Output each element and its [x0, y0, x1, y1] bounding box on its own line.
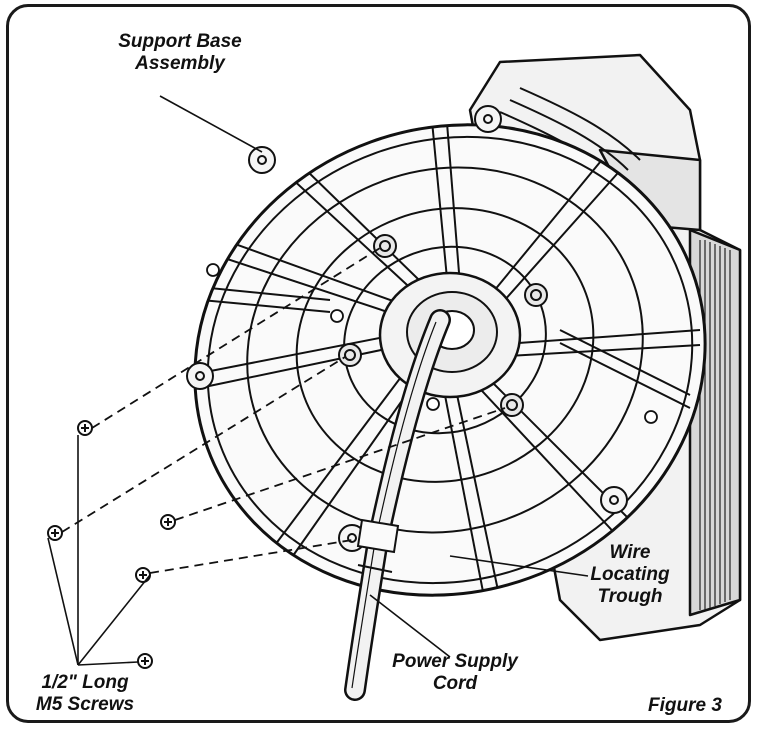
figure-number: Figure 3 [648, 695, 722, 716]
rim-fasteners [206, 263, 658, 424]
wire-locating-trough-label: Wire Locating Trough [590, 542, 670, 607]
side-vent-grille [699, 240, 731, 610]
wire-trough-clip [356, 518, 400, 573]
support-base-assembly-label: Support Base Assembly [118, 31, 242, 74]
power-supply-cord-label: Power Supply Cord [392, 651, 518, 694]
screws-label: 1/2" Long M5 Screws [35, 672, 135, 715]
leader-lines [47, 95, 589, 666]
loose-screws [47, 420, 176, 583]
screw-alignment-lines [61, 247, 506, 574]
screw-bottom [137, 653, 153, 669]
support-base-disc [179, 97, 707, 603]
screw-holes [338, 234, 548, 417]
